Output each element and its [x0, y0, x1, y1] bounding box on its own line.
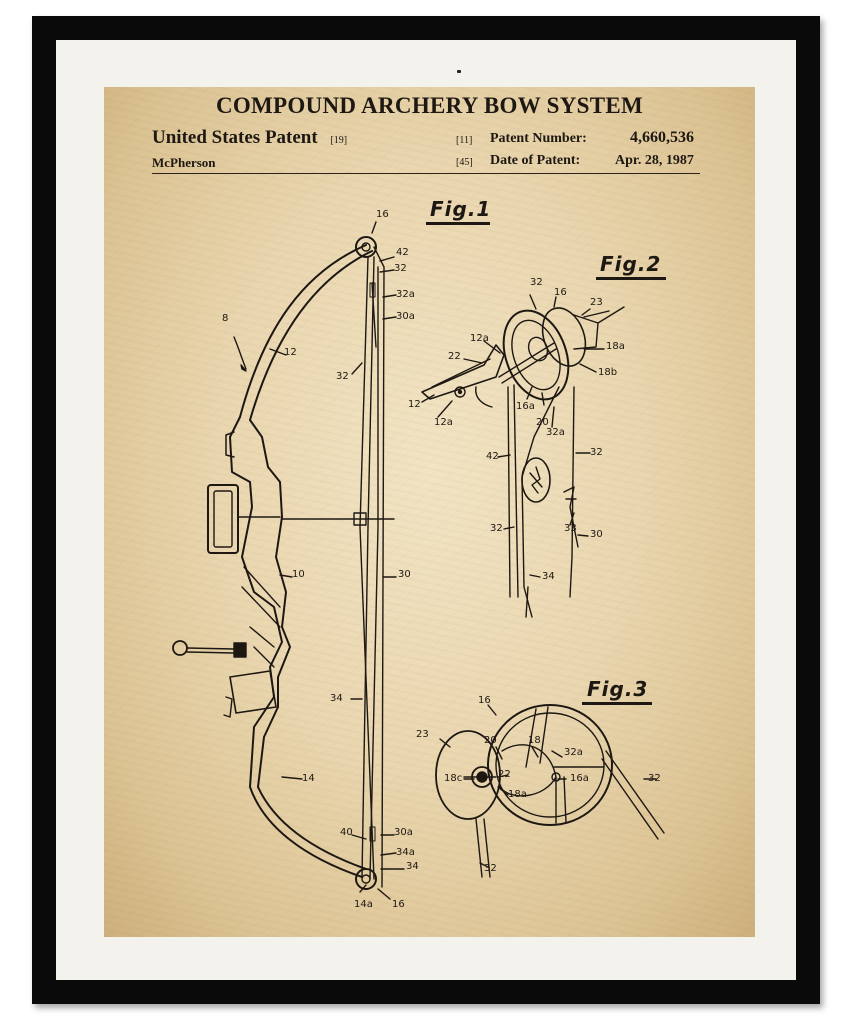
fig1-reference-numeral: 8 [222, 313, 229, 324]
fig3-reference-numeral: 32 [648, 773, 661, 784]
fig1-reference-numeral: 30a [396, 311, 415, 322]
fig3-reference-numeral: 18a [508, 789, 527, 800]
fig1-reference-numeral: 30 [398, 569, 411, 580]
fig2-reference-numeral: 12a [434, 417, 453, 428]
inventor-name: McPherson [152, 155, 216, 170]
fig2-underline [596, 277, 666, 280]
fig2-reference-numeral: 32 [490, 523, 503, 534]
patent-print: COMPOUND ARCHERY BOW SYSTEM United State… [104, 87, 755, 937]
fig2-reference-numeral: 32 [530, 277, 543, 288]
fig2-reference-numeral: 12a [470, 333, 489, 344]
fig3-reference-numeral: 22 [498, 769, 511, 780]
fig3-reference-numeral: 18 [528, 735, 541, 746]
fig2-reference-numeral: 42 [486, 451, 499, 462]
fig2-reference-numeral: 23 [590, 297, 603, 308]
fig3-reference-numeral: 16a [570, 773, 589, 784]
fig1-reference-numeral: 10 [292, 569, 305, 580]
fig1-reference-numeral: 32 [336, 371, 349, 382]
fig3-reference-numeral: 32a [564, 747, 583, 758]
fig2-reference-numeral: 30 [590, 529, 603, 540]
fig1-reference-numeral: 40 [340, 827, 353, 838]
code-19: [19] [330, 135, 348, 146]
patent-date: Apr. 28, 1987 [615, 153, 694, 168]
fig3-reference-numeral: 16 [478, 695, 491, 706]
fig2-reference-numeral: 16 [554, 287, 567, 298]
fig3-reference-numeral: 18c [444, 773, 463, 784]
fig2-pulley-drawing [421, 294, 625, 618]
fig1-reference-numeral: 14a [354, 899, 373, 910]
fig1-reference-numeral: 14 [302, 773, 315, 784]
fig3-reference-numeral: 23 [416, 729, 429, 740]
patent-number: 4,660,536 [630, 129, 694, 146]
fig1-reference-numeral: 30a [394, 827, 413, 838]
fig2-reference-numeral: 34 [542, 571, 555, 582]
fig2-reference-numeral: 18b [598, 367, 618, 378]
fig2-reference-numeral: 18a [606, 341, 625, 352]
fig1-reference-numeral: 16 [392, 899, 405, 910]
fig3-underline [582, 702, 652, 705]
fig2-reference-numeral: 22 [448, 351, 461, 362]
fig1-title: Fig.1 [430, 197, 492, 221]
fig2-reference-numeral: 32 [590, 447, 603, 458]
mat-speck [457, 70, 461, 73]
fig1-reference-numeral: 16 [376, 209, 389, 220]
fig3-reference-numeral: 32 [484, 863, 497, 874]
fig1-reference-numeral: 12 [284, 347, 297, 358]
fig3-title: Fig.3 [587, 677, 649, 701]
fig2-reference-numeral: 20 [536, 417, 549, 428]
patent-drawings [172, 221, 665, 900]
fig1-reference-numeral: 32a [396, 289, 415, 300]
fig1-reference-numeral: 32 [394, 263, 407, 274]
fig1-bow-drawing [172, 221, 405, 900]
fig1-reference-numeral: 42 [396, 247, 409, 258]
header-rule [152, 173, 700, 174]
fig1-reference-numeral: 34a [396, 847, 415, 858]
code-45: [45] [456, 157, 473, 168]
patent-number-label: Patent Number: [490, 131, 587, 146]
fig3-pulley-drawing [435, 704, 665, 878]
code-11: [11] [456, 135, 473, 146]
date-label: Date of Patent: [490, 153, 581, 168]
patent-office: United States Patent [19] [152, 127, 348, 148]
fig2-reference-numeral: 12 [408, 399, 421, 410]
fig1-underline [426, 222, 490, 225]
fig3-reference-numeral: 20 [484, 735, 497, 746]
fig1-reference-numeral: 34 [406, 861, 419, 872]
fig2-reference-numeral: 16a [516, 401, 535, 412]
fig1-reference-numeral: 34 [330, 693, 343, 704]
patent-title: COMPOUND ARCHERY BOW SYSTEM [215, 93, 644, 118]
fig2-title: Fig.2 [600, 252, 662, 276]
fig2-reference-numeral: 33 [564, 523, 577, 534]
fig2-reference-numeral: 32a [546, 427, 565, 438]
